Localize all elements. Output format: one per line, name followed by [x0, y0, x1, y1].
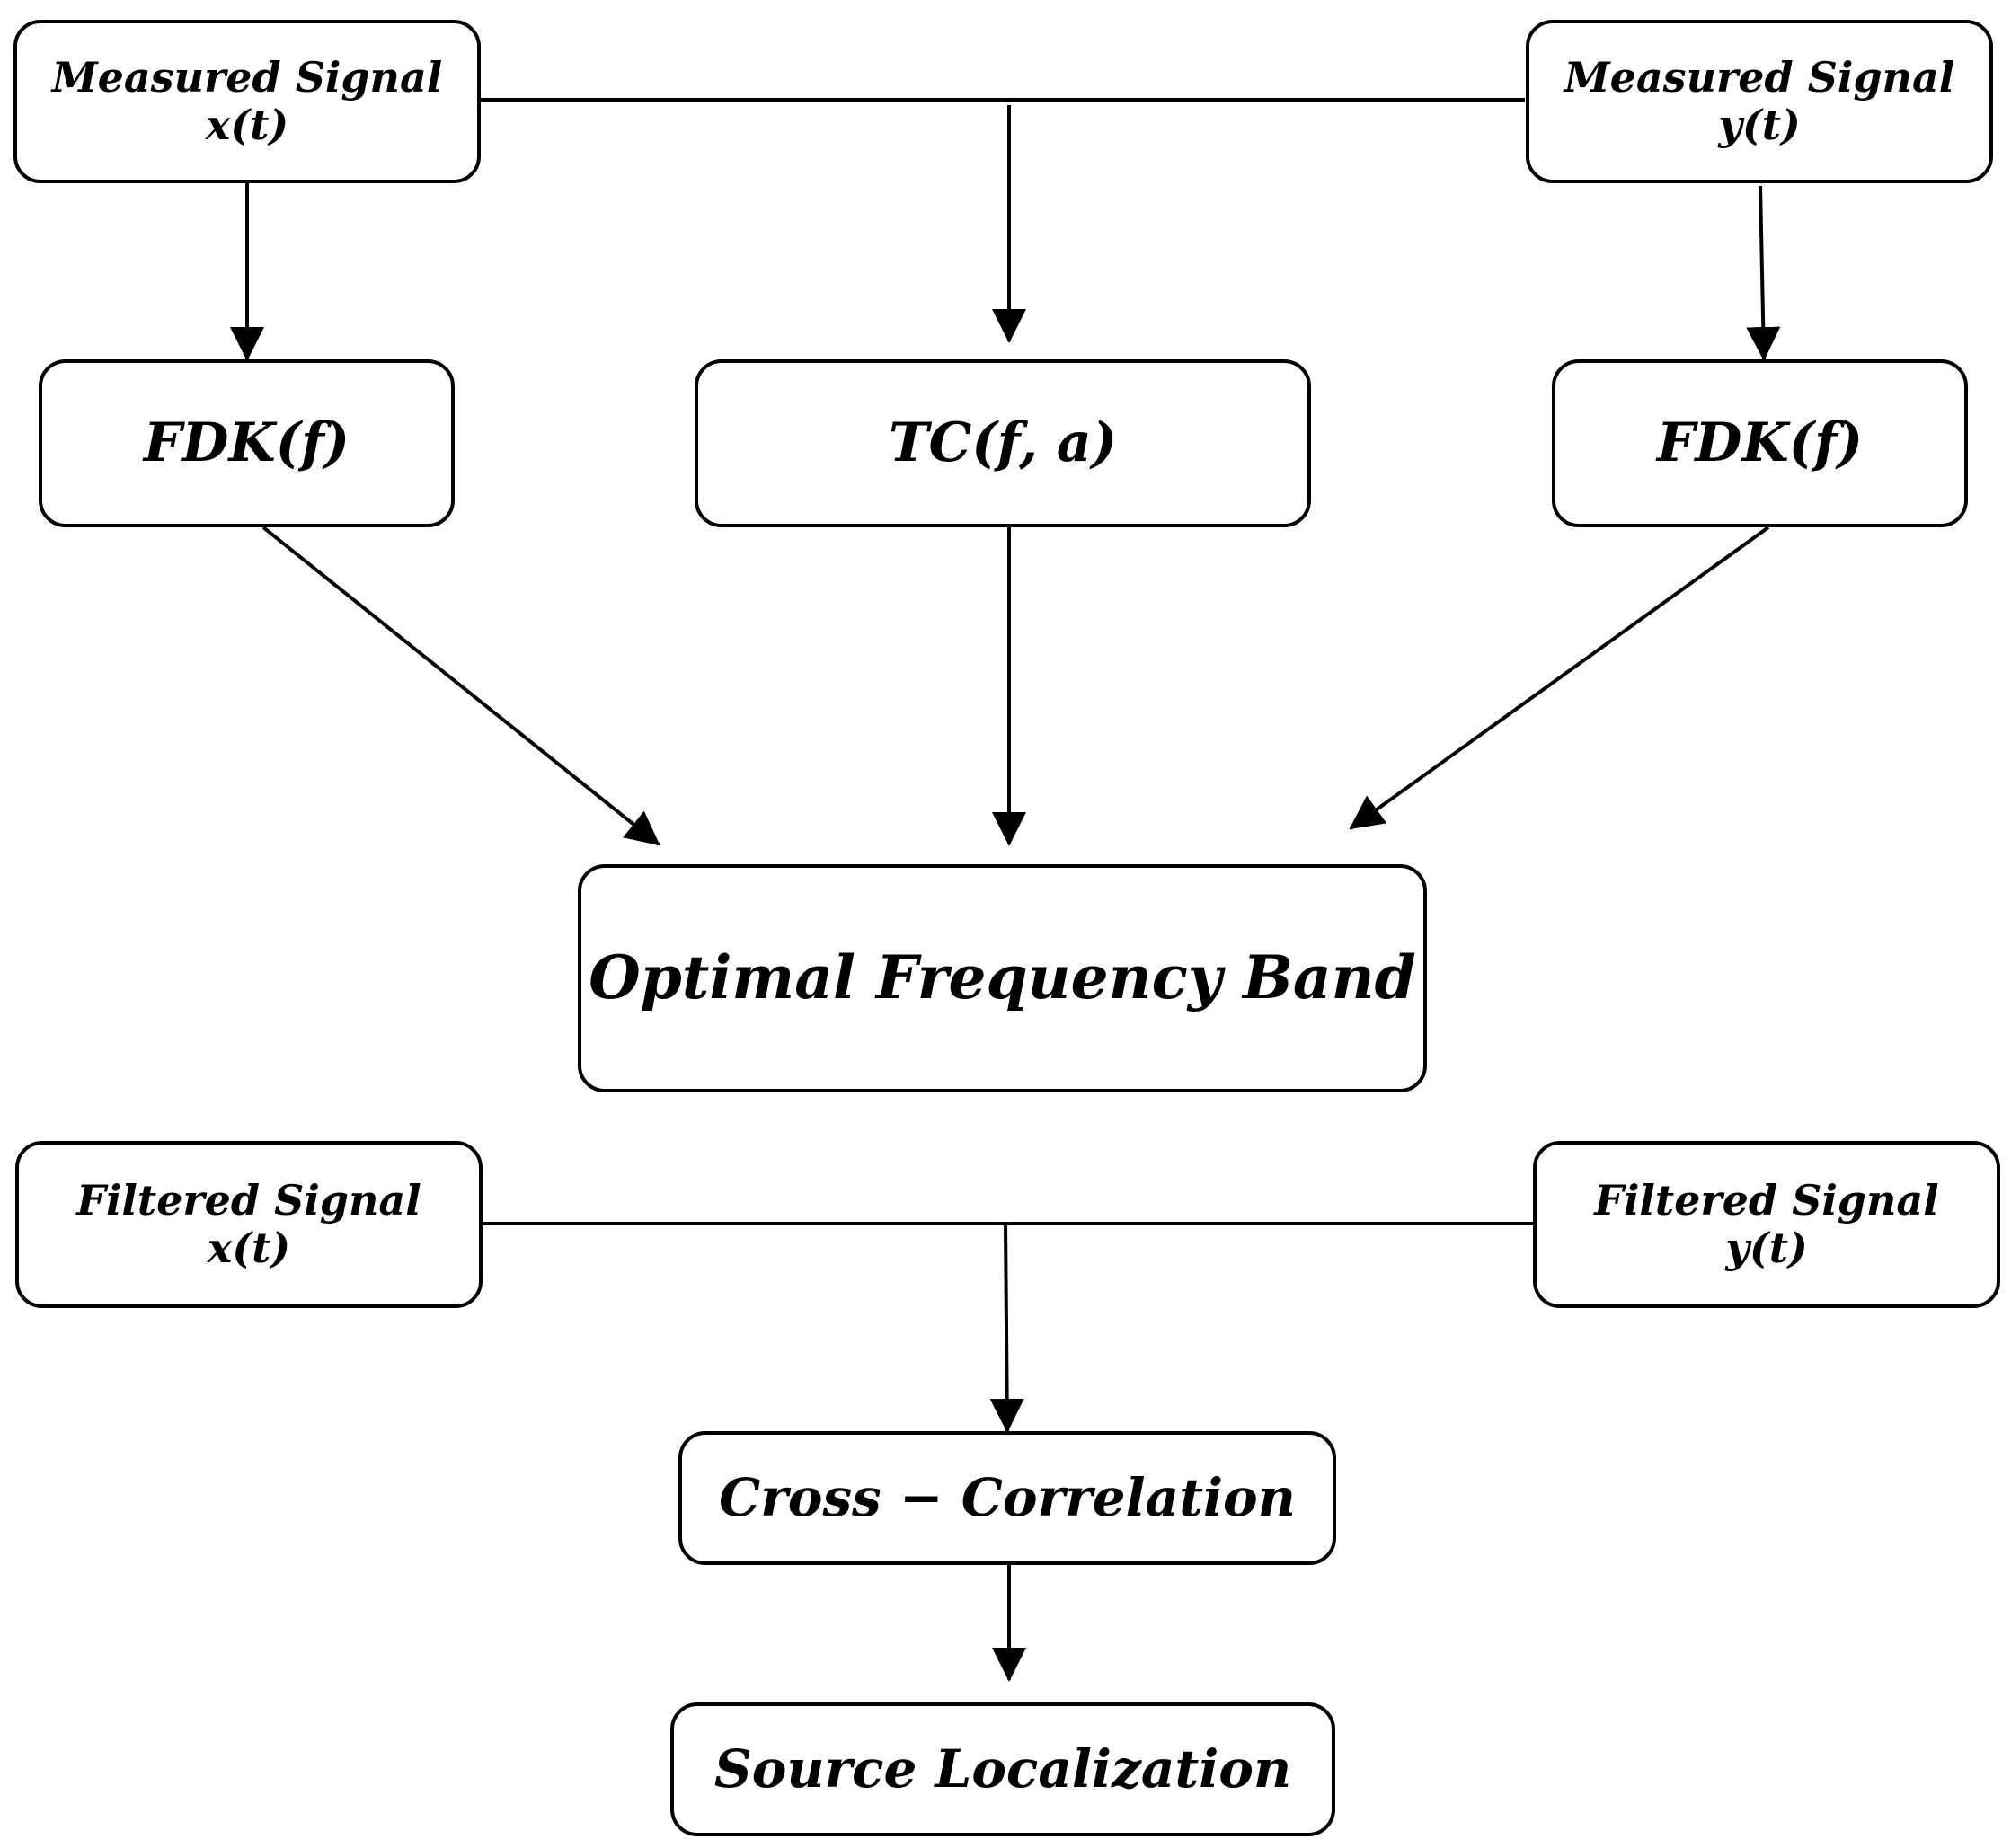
fdk-right-node: FDK(f): [1552, 359, 1968, 527]
filtered-signal-y-node: Filtered Signal y(t): [1533, 1141, 2000, 1308]
edge-fdk-left-to-optimal: [261, 526, 660, 846]
filtered-signal-x-node: Filtered Signal x(t): [15, 1141, 483, 1308]
filtered-signal-x-var: x(t): [207, 1224, 291, 1272]
fdk-left-node: FDK(f): [39, 359, 455, 527]
edge-measured-y-to-fdk-right: [1746, 185, 1781, 361]
tc-label: TC(f, a): [888, 411, 1118, 474]
tc-node: TC(f, a): [695, 359, 1311, 527]
edge-fdk-right-to-optimal: [1349, 526, 1770, 830]
fdk-left-label: FDK(f): [143, 411, 350, 474]
cross-correlation-node: Cross − Correlation: [678, 1431, 1336, 1565]
measured-signal-x-title: Measured Signal: [51, 53, 443, 102]
source-localization-node: Source Localization: [670, 1702, 1335, 1836]
cross-correlation-label: Cross − Correlation: [719, 1467, 1296, 1529]
fdk-right-label: FDK(f): [1656, 411, 1864, 474]
edge-filtered-to-xcorr: [989, 1225, 1024, 1433]
optimal-frequency-band-node: Optimal Frequency Band: [578, 864, 1427, 1092]
measured-signal-x-var: x(t): [205, 101, 289, 149]
filtered-signal-y-title: Filtered Signal: [1594, 1176, 1939, 1225]
filtered-signal-y-var: y(t): [1725, 1224, 1808, 1272]
optimal-frequency-band-label: Optimal Frequency Band: [589, 942, 1416, 1013]
measured-signal-y-title: Measured Signal: [1564, 53, 1955, 102]
source-localization-label: Source Localization: [713, 1738, 1292, 1800]
measured-signal-x-node: Measured Signal x(t): [13, 20, 481, 183]
measured-signal-y-var: y(t): [1718, 101, 1801, 149]
measured-signal-y-node: Measured Signal y(t): [1526, 20, 1993, 183]
filtered-signal-x-title: Filtered Signal: [76, 1176, 421, 1225]
